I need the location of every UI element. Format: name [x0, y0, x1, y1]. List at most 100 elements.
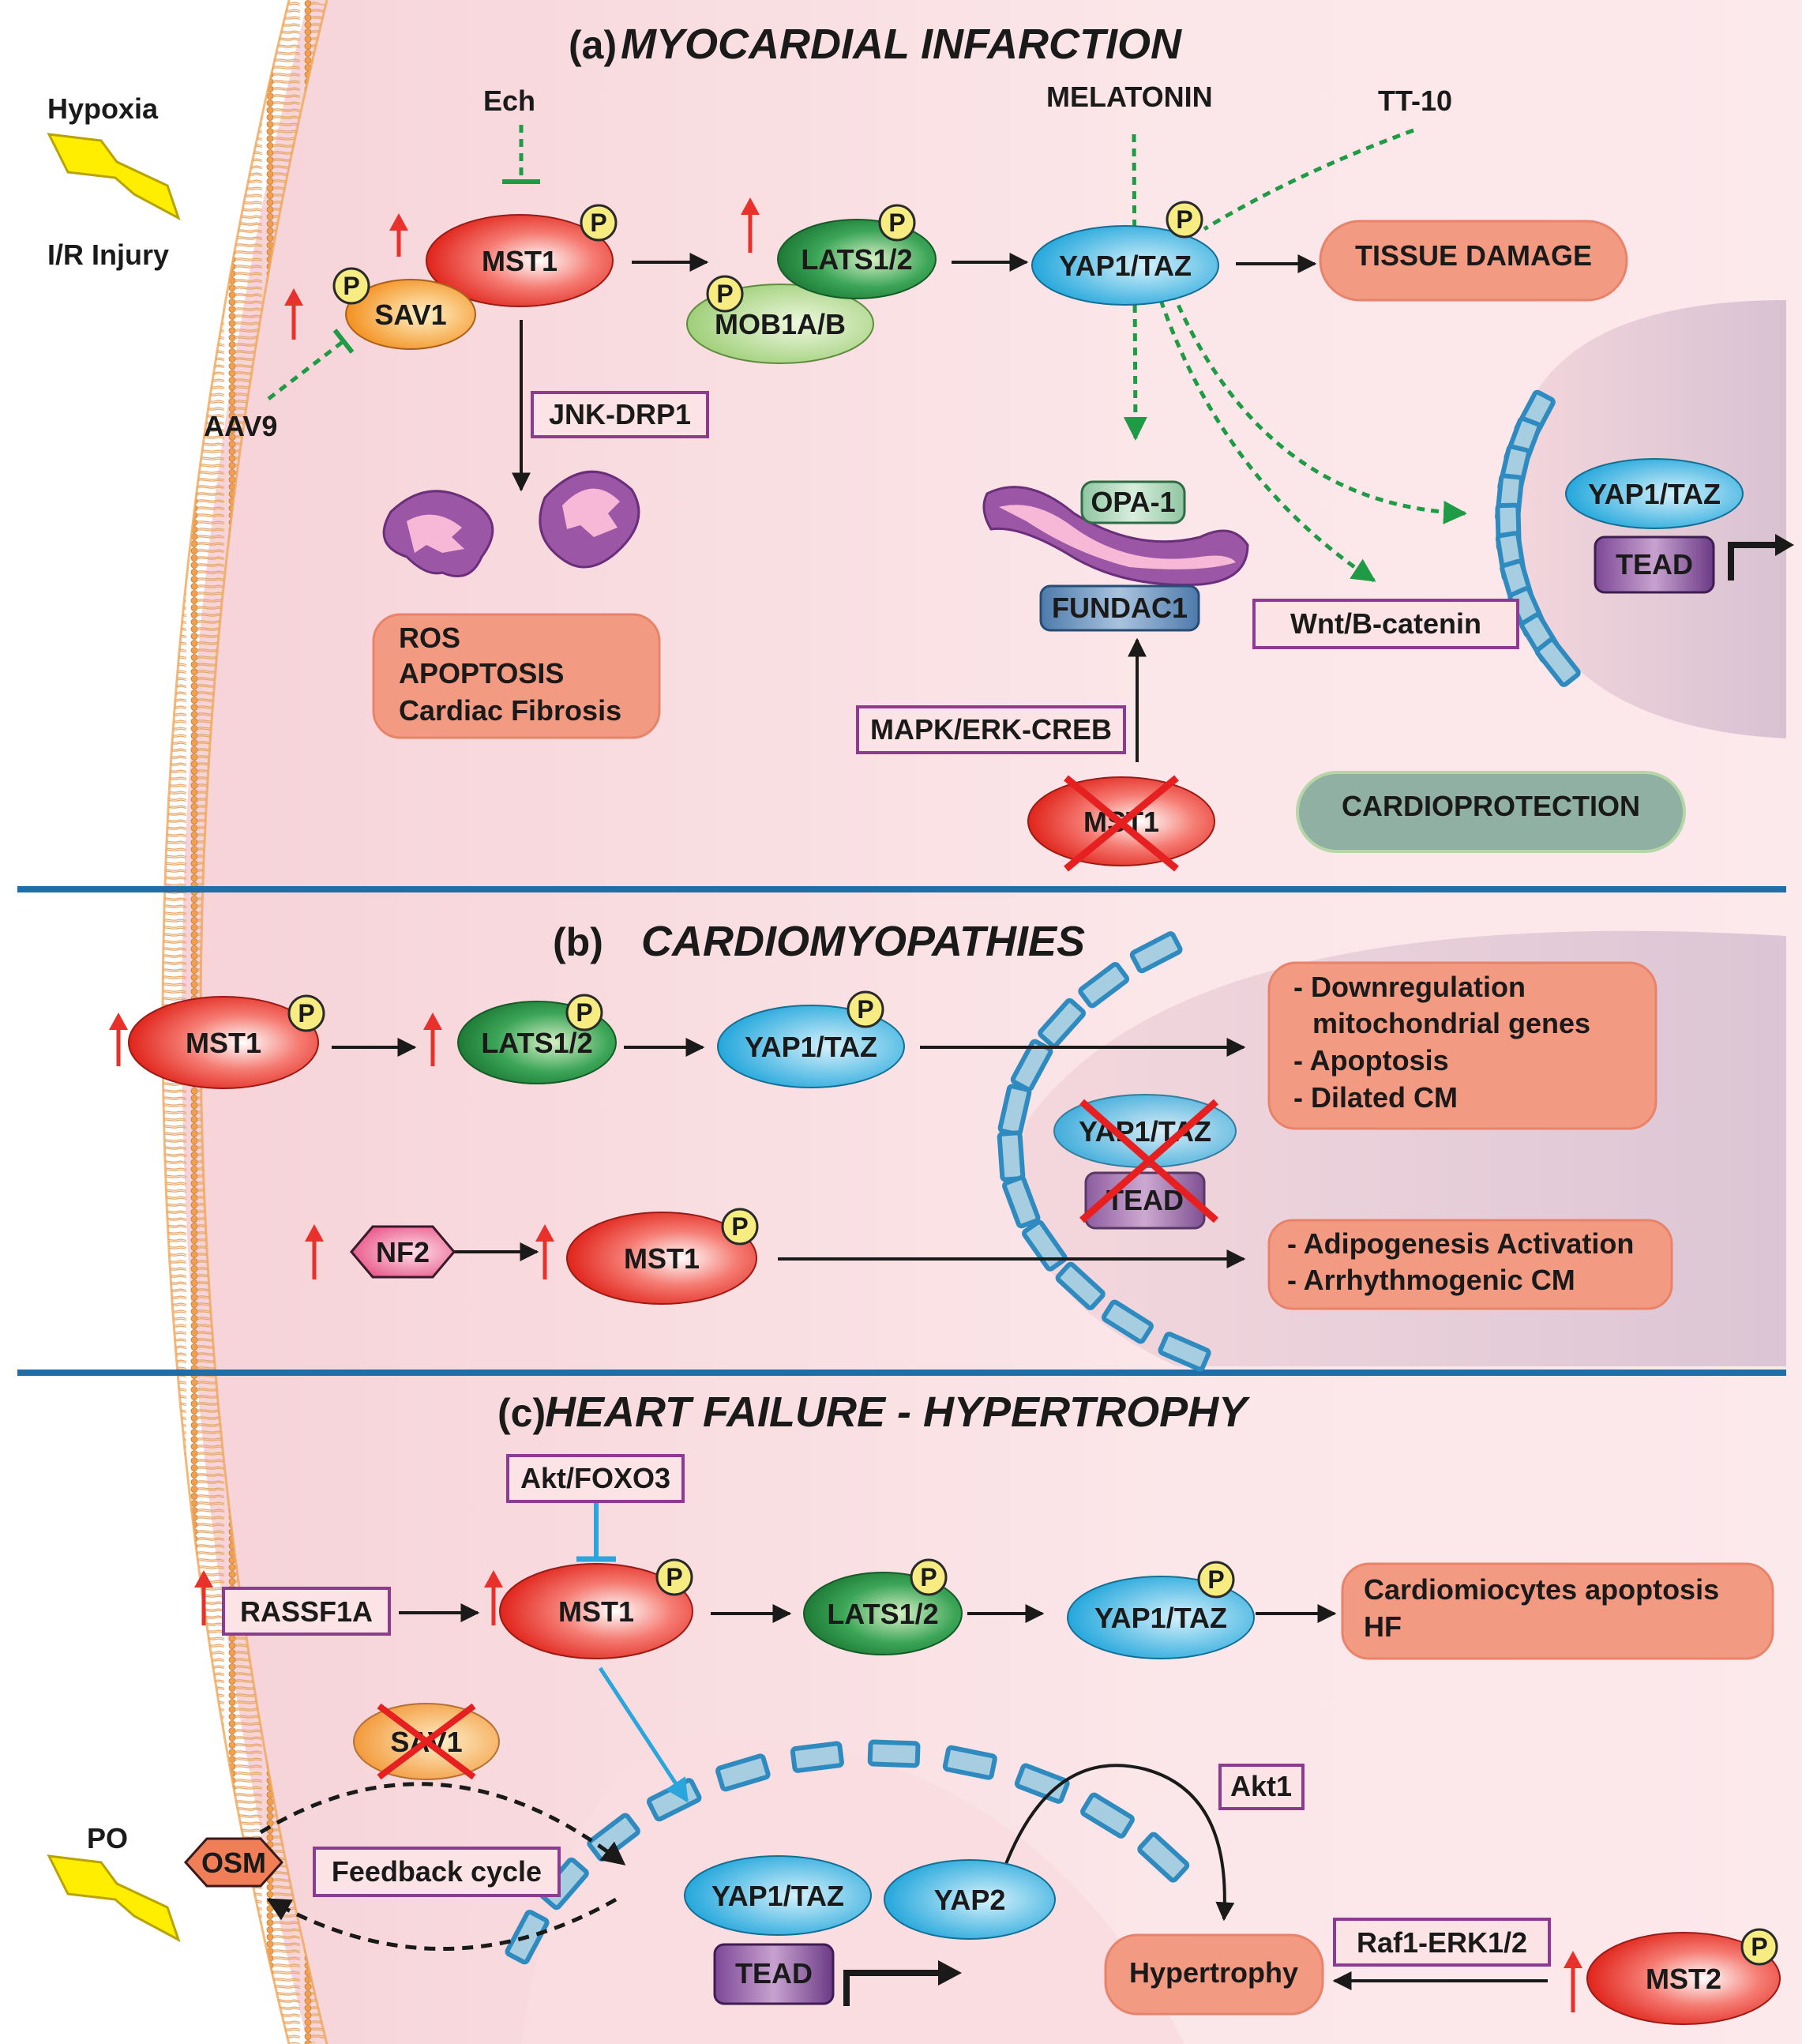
phospho-badge-icon: P [910, 1558, 948, 1596]
svg-text:P: P [343, 272, 359, 300]
b-outcome1-line-2: mitochondrial genes [1312, 1007, 1590, 1039]
c-nucleus-tead-node [713, 1943, 835, 2005]
nucleus-a-tead: TEAD [1594, 535, 1715, 594]
c-mst1-to-nucleus-arrow [598, 1666, 689, 1803]
fundac1-label: FUNDAC1 [1052, 592, 1188, 624]
up-arrow-icon [535, 1224, 554, 1279]
panel-c-letter: (c) [497, 1391, 546, 1435]
phospho-badge-icon: P [565, 994, 603, 1031]
mob1-label: MOB1A/B [715, 308, 846, 340]
upregulation-arrows [109, 197, 1582, 2012]
c-outcome-line-1: Cardiomiocytes apoptosis [1364, 1573, 1719, 1606]
nuclear-pore-segment [1129, 931, 1183, 974]
knockout-cross-icon [1064, 775, 1179, 872]
transcription-arrow-a [1728, 542, 1786, 581]
nuclear-pore-segment [790, 1741, 844, 1773]
tissue-damage-label: TISSUE DAMAGE [1355, 239, 1592, 272]
c-mst1-label: MST1 [558, 1595, 634, 1628]
b-mst1-node [128, 996, 319, 1089]
ech-label: Ech [483, 85, 535, 117]
feedback-arrow-bottom [266, 1897, 618, 1951]
phospho-badge-icon: P [1166, 201, 1203, 239]
c-outcome-line-2: HF [1364, 1610, 1402, 1643]
phospho-badge-icon: P [878, 204, 916, 242]
akt-foxo-label: Akt/FOXO3 [520, 1462, 670, 1494]
b-mst1-node-2 [566, 1212, 757, 1305]
nuclear-pore-segment [1055, 1261, 1106, 1310]
ir-injury-label: I/R Injury [47, 239, 169, 271]
mst2-label: MST2 [1646, 1963, 1721, 1995]
ros-line-3: Cardiac Fibrosis [399, 694, 621, 727]
b-yap-label: YAP1/TAZ [745, 1031, 877, 1063]
osm-node: OSM [183, 1837, 284, 1888]
aav9-inhibition-line [267, 340, 345, 400]
nucleus-a-tead-label: TEAD [1616, 548, 1693, 581]
nuclear-pore-segment [997, 1130, 1026, 1182]
tt10-line [1203, 128, 1414, 231]
tissue-damage-box: TISSUE DAMAGE [1319, 220, 1628, 302]
up-arrow-icon [484, 1570, 503, 1625]
nuclear-pore-segment [715, 1753, 771, 1792]
damaged-mitochondrion-icon-2 [539, 470, 640, 569]
nuclear-pore-segment [1038, 998, 1086, 1049]
b-mst1-2-label: MST1 [624, 1242, 700, 1275]
c-sav1-knockout-node: SAV1 [353, 1703, 500, 1780]
panel-a-title: MYOCARDIAL INFARCTION [621, 21, 1182, 68]
svg-text:P: P [590, 209, 606, 237]
nf2-node: NF2 [350, 1225, 456, 1279]
feedback-arrow-top [259, 1782, 626, 1866]
feedback-cycle-box: Feedback cycle [313, 1847, 561, 1897]
c-nucleus-yap-node [684, 1855, 872, 1936]
nuclear-pore-segment [942, 1745, 997, 1780]
tt10-label: TT-10 [1378, 85, 1452, 117]
lightning-icon-po [47, 1854, 181, 1943]
b-outcome2-line-1: - Adipogenesis Activation [1287, 1227, 1634, 1260]
phospho-badge-icon: P [847, 990, 884, 1028]
wnt-label: Wnt/B-catenin [1290, 607, 1481, 640]
b-outcome2-line-2: - Arrhythmogenic CM [1287, 1264, 1575, 1296]
jnk-drp1-box: JNK-DRP1 [531, 391, 709, 438]
svg-text:P: P [298, 999, 314, 1028]
nuclear-pore-segment [1080, 1792, 1135, 1839]
yap-node [1031, 225, 1219, 306]
b-outcome-box-2: - Adipogenesis Activation - Arrhythmogen… [1267, 1219, 1673, 1310]
c-yap-label: YAP1/TAZ [1094, 1602, 1227, 1634]
b-lats-label: LATS1/2 [481, 1027, 592, 1059]
ros-outcome-box: ROS APOPTOSIS Cardiac Fibrosis [372, 613, 661, 739]
b-outcome1-line-1: - Downregulation [1293, 971, 1526, 1003]
svg-text:P: P [1176, 205, 1192, 234]
raf-erk-box: Raf1-ERK1/2 [1333, 1918, 1551, 1967]
panel-a-letter: (a) [569, 23, 617, 67]
hypertrophy-box: Hypertrophy [1104, 1933, 1324, 2016]
panel-c-title: HEART FAILURE - HYPERTROPHY [545, 1388, 1251, 1436]
svg-text:P: P [920, 1563, 937, 1591]
mapk-label: MAPK/ERK-CREB [870, 713, 1112, 746]
nuclear-pore-segment [1102, 1299, 1154, 1344]
ros-line-1: ROS [399, 622, 460, 654]
phospho-badge-icon: P [1740, 1928, 1778, 1966]
transcription-arrowhead-c [938, 1960, 962, 1986]
hypertrophy-label: Hypertrophy [1129, 1956, 1298, 1989]
svg-text:P: P [716, 280, 733, 308]
up-arrow-icon [389, 213, 408, 257]
c-outcome-box: Cardiomiocytes apoptosis HF [1341, 1562, 1774, 1660]
sav1-node [345, 279, 476, 350]
fundac1-box: FUNDAC1 [1039, 584, 1200, 632]
opa1-box: OPA-1 [1080, 480, 1186, 524]
mitochondrion-icon [982, 486, 1249, 586]
aav9-label: AAV9 [204, 410, 277, 442]
yap2-to-hypertrophy-arrow [1001, 1764, 1235, 1922]
panel-b-title: CARDIOMYOPATHIES [641, 918, 1085, 965]
po-label: PO [87, 1822, 128, 1854]
b-mst1-label: MST1 [186, 1027, 261, 1059]
phospho-badge-icon: P [287, 994, 325, 1032]
melatonin-label: MELATONIN [1046, 81, 1213, 113]
akt-foxo-box: Akt/FOXO3 [506, 1454, 685, 1503]
aav9-inhibition-bar [332, 329, 355, 354]
yap-to-nucleus-arrow [1170, 291, 1467, 524]
rassf1a-box: RASSF1A [222, 1587, 391, 1636]
osm-label: OSM [201, 1847, 266, 1879]
svg-text:P: P [1207, 1565, 1224, 1594]
up-arrow-icon [305, 1224, 324, 1279]
up-arrow-icon [109, 1013, 128, 1066]
